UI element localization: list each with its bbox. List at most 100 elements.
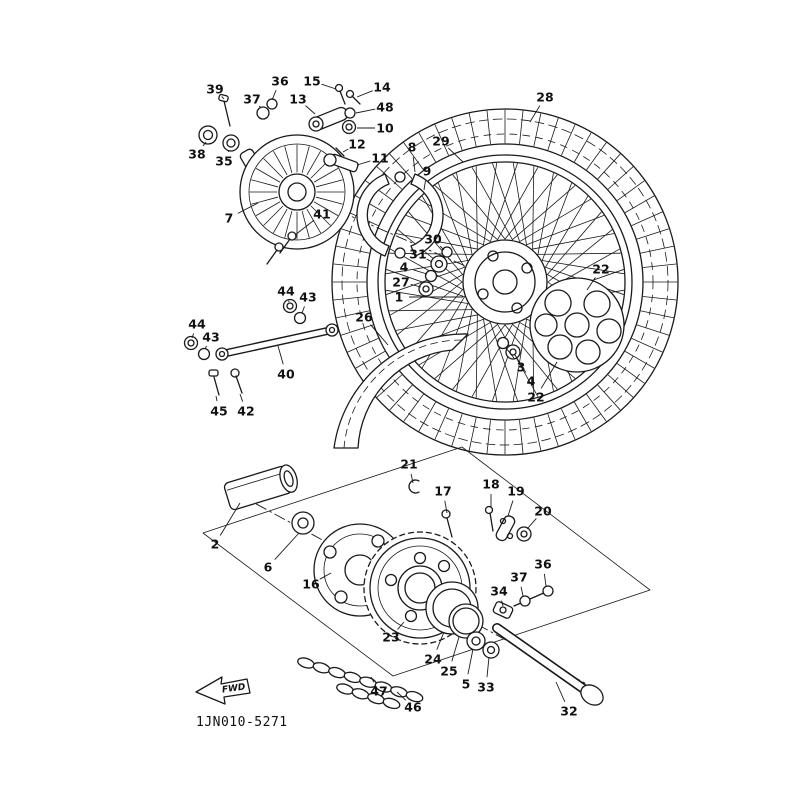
callout-22: 22	[592, 262, 609, 277]
cush-drive-damper	[529, 277, 625, 373]
leader-line	[370, 324, 389, 346]
leader-line	[319, 572, 332, 580]
bolt-14	[351, 95, 361, 105]
callout-40: 40	[277, 367, 295, 382]
callout-29: 29	[432, 134, 449, 149]
bolt-15	[339, 90, 346, 105]
washer-33	[482, 641, 500, 659]
leader-line	[486, 656, 490, 678]
callout-30: 30	[424, 232, 442, 247]
washers-44-43-lower	[183, 335, 211, 361]
callout-12: 12	[348, 137, 365, 152]
callout-37: 37	[243, 92, 260, 107]
bolt-45	[213, 376, 220, 396]
leader-line	[514, 354, 527, 373]
bearing-31	[430, 255, 448, 273]
callout-1: 1	[395, 290, 404, 305]
callout-27: 27	[392, 275, 409, 290]
leader-line	[215, 395, 218, 402]
callout-25: 25	[440, 664, 457, 679]
leader-line	[271, 90, 277, 101]
leader-line	[355, 108, 376, 114]
leader-line	[436, 631, 445, 650]
washer-20	[516, 526, 532, 542]
callout-7: 7	[225, 211, 234, 226]
leader-line	[219, 502, 241, 536]
leader-line	[507, 500, 514, 517]
leader-line	[258, 105, 262, 109]
bolt-head-15	[334, 83, 344, 93]
washer-6	[291, 511, 315, 535]
leader-line	[227, 149, 230, 153]
assembly-plane-outline	[202, 446, 651, 677]
washer-35	[222, 134, 240, 152]
callout-22: 22	[527, 390, 544, 405]
leader-line	[204, 345, 207, 350]
leader-line	[447, 147, 464, 163]
nut-36	[266, 98, 278, 110]
callout-17: 17	[434, 484, 451, 499]
leader-line	[586, 277, 596, 291]
callout-43: 43	[299, 290, 316, 305]
bolt-head-42	[230, 368, 240, 378]
wheel-tire	[331, 108, 679, 456]
hub-bolt-hole	[477, 288, 489, 300]
hub-bolt-hole	[487, 250, 499, 262]
leader-line	[444, 500, 448, 514]
bolt-42	[235, 375, 243, 394]
leader-line	[239, 393, 244, 402]
fwd-arrow: FWD	[195, 676, 251, 705]
adjuster-washer-37	[519, 595, 531, 607]
oil-seal-27	[418, 281, 434, 297]
leader-line	[423, 180, 426, 191]
pin-12	[335, 147, 345, 157]
leader-line	[412, 156, 416, 173]
brake-rod-plate-19	[495, 515, 516, 542]
callout-16: 16	[302, 577, 320, 592]
leader-line	[237, 202, 259, 214]
callout-3: 3	[517, 360, 526, 375]
shoe-spring	[394, 247, 406, 259]
adjuster-bolt-36-37	[513, 585, 554, 607]
callout-4: 4	[527, 374, 536, 389]
callout-33: 33	[477, 680, 494, 695]
callout-36: 36	[271, 74, 289, 89]
callout-26: 26	[355, 310, 373, 325]
callout-28: 28	[536, 90, 553, 105]
callout-6: 6	[264, 560, 273, 575]
tire-tread-blocks	[332, 109, 678, 455]
callout-24: 24	[424, 652, 442, 667]
circlip-21	[408, 479, 420, 494]
leader-line	[221, 96, 225, 100]
callout-42: 42	[237, 404, 254, 419]
brake-shoe-assembly	[356, 171, 444, 259]
callout-43: 43	[202, 330, 219, 345]
collar-4b	[505, 344, 521, 360]
axle-spacer-tube	[223, 464, 298, 511]
leader-line	[277, 345, 284, 365]
leader-line	[356, 160, 371, 166]
chain-adjuster-34	[492, 601, 514, 619]
leader-line	[410, 283, 422, 288]
leader-line	[467, 648, 474, 675]
callout-47: 47	[370, 684, 387, 699]
leader-line	[540, 361, 558, 389]
callout-46: 46	[404, 700, 422, 715]
washer-37	[256, 106, 270, 120]
wheel-rim	[377, 154, 633, 410]
leader-line	[505, 347, 516, 360]
callout-15: 15	[303, 74, 320, 89]
adjuster-nut-36	[542, 585, 554, 597]
callout-35: 35	[215, 154, 232, 169]
ring-25	[448, 603, 484, 639]
leader-line	[555, 681, 566, 703]
bolts-45-42	[208, 368, 243, 396]
axle-head	[580, 684, 604, 706]
rear-axle	[492, 623, 604, 706]
washer-10	[341, 119, 357, 135]
callout-44: 44	[188, 317, 206, 332]
callout-8: 8	[408, 140, 417, 155]
